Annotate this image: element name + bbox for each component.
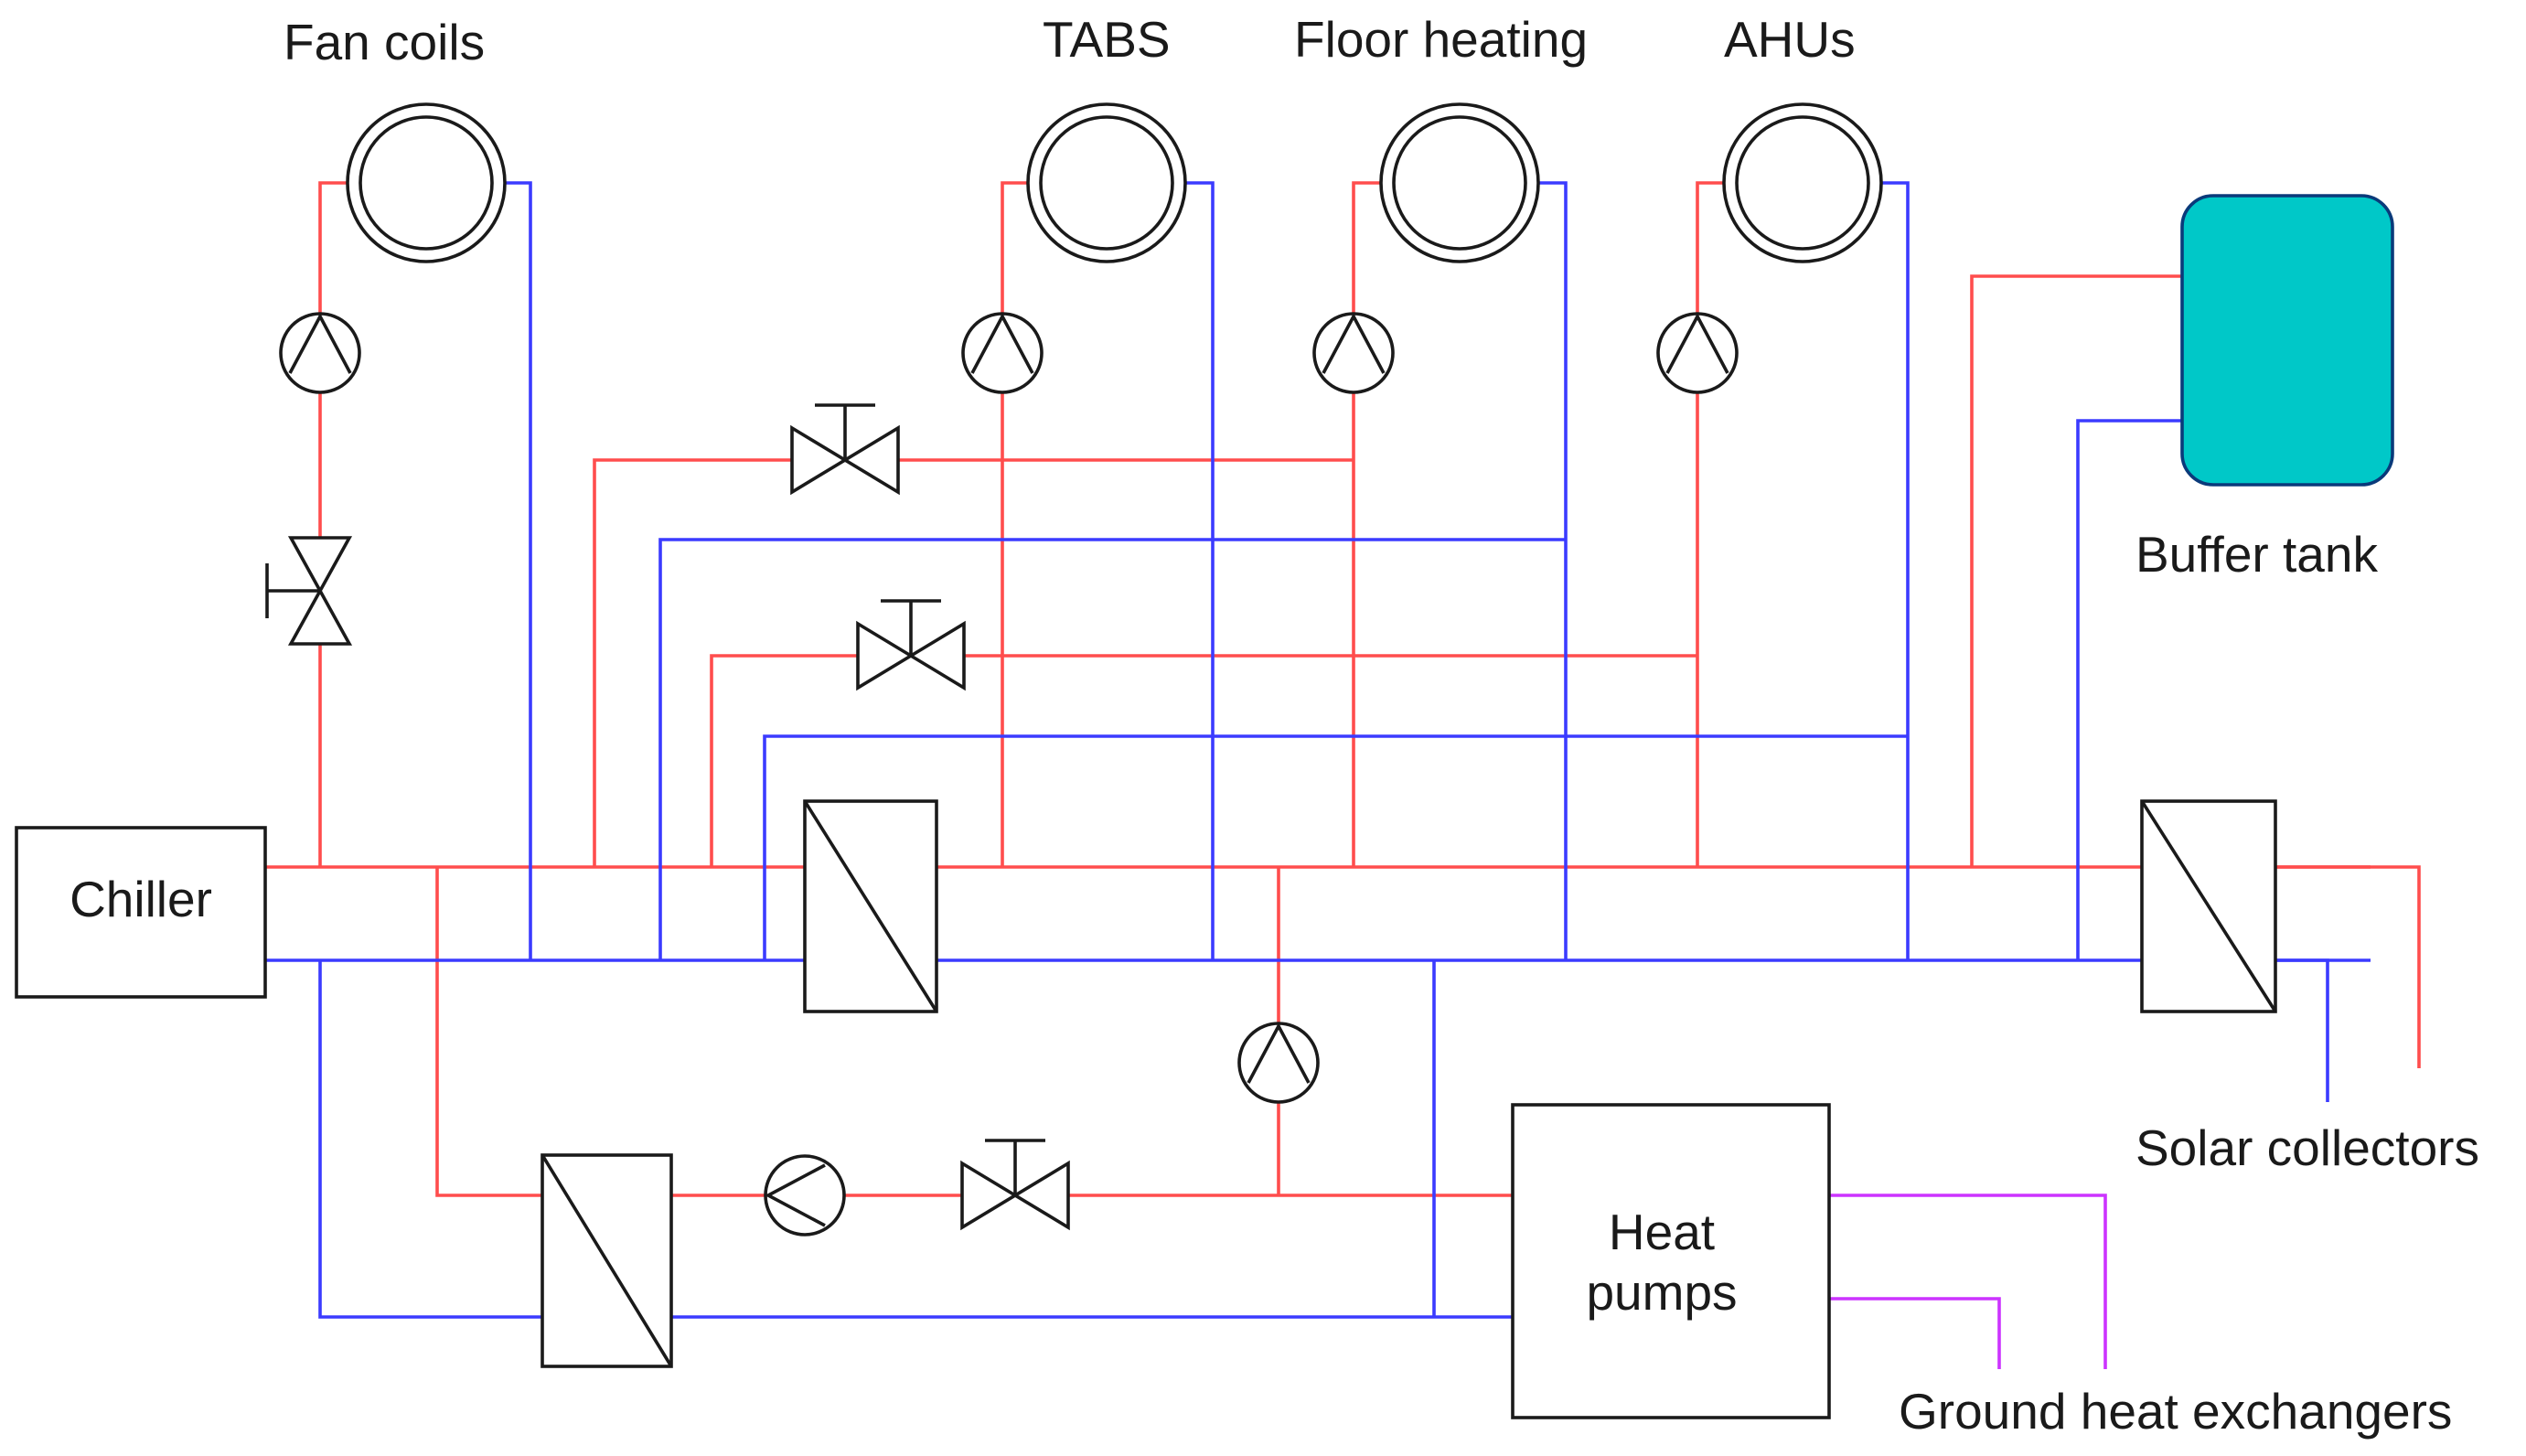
pump-icon — [1656, 312, 1739, 394]
ground-loop-pipes — [1829, 1194, 2107, 1369]
valve-icon — [856, 599, 966, 690]
pump-icon — [1237, 1022, 1320, 1104]
heat-exchanger-icon — [541, 1153, 673, 1368]
valve-icon — [960, 1139, 1070, 1229]
valve-icon — [790, 403, 900, 494]
heat-exchanger-icon — [2140, 799, 2277, 1013]
pump-icon — [1312, 312, 1395, 394]
heat-exchanger-icon — [803, 799, 938, 1013]
pump-icon — [961, 312, 1044, 394]
ahus-label: AHUs — [1724, 11, 1856, 68]
chiller-label: Chiller — [70, 871, 212, 927]
heat-pumps-label-line1: Heat — [1609, 1204, 1715, 1260]
return-pipes — [265, 181, 2371, 1319]
chiller — [15, 826, 267, 999]
tabs-unit — [1026, 102, 1187, 263]
fan-coils-unit — [346, 102, 507, 263]
tank-icon — [2180, 194, 2394, 487]
fan-coils-label: Fan coils — [284, 14, 485, 70]
ground-heat-exchangers-label: Ground heat exchangers — [1899, 1383, 2452, 1440]
solar-collectors-label: Solar collectors — [2135, 1119, 2479, 1176]
pump-icon — [279, 312, 361, 394]
valve-icon — [265, 536, 351, 646]
buffer-tank-label: Buffer tank — [2135, 526, 2378, 583]
heat-pumps-label-line2: pumps — [1586, 1264, 1737, 1321]
ahus-unit — [1722, 102, 1883, 263]
floor-heating-unit — [1379, 102, 1540, 263]
tabs-label: TABS — [1043, 11, 1171, 68]
pump-icon — [764, 1154, 846, 1237]
heat-pumps — [1511, 1103, 1831, 1419]
floor-heating-label: Floor heating — [1294, 11, 1588, 68]
